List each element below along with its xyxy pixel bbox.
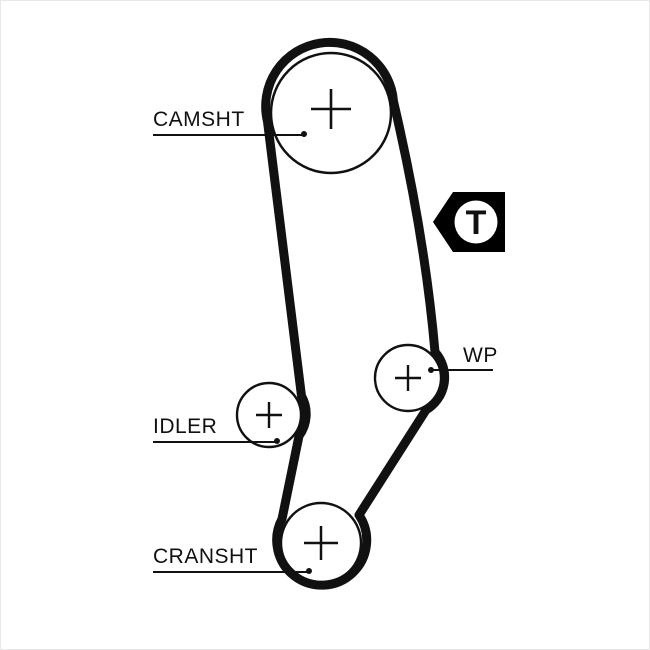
idler-label: IDLER [153,415,217,438]
idler-pulley [235,381,303,449]
camshaft-center-cross-icon [311,89,351,129]
tensioner-circle [454,200,498,244]
tensioner-marker: T [433,192,505,252]
camshaft-callout: CAMSHT [153,108,307,137]
water-pump-pointer-dot [428,367,434,373]
crankshaft-center-cross-icon [304,526,338,560]
camshaft-pointer-dot [301,131,307,137]
idler-callout: IDLER [153,415,280,444]
tensioner-label: T [466,204,487,242]
idler-center-cross-icon [256,402,282,428]
crankshaft-pointer-dot [306,568,312,574]
water-pump-center-cross-icon [395,365,421,391]
water-pump-callout: WP [428,344,498,373]
crankshaft-label: CRANSHT [153,545,258,568]
camshaft-pulley [269,51,393,175]
water-pump-pulley [373,343,443,413]
camshaft-label: CAMSHT [153,108,245,131]
timing-belt-path [261,37,450,590]
crankshaft-callout: CRANSHT [153,545,312,574]
idler-pointer-dot [274,438,280,444]
water-pump-label: WP [463,344,498,367]
